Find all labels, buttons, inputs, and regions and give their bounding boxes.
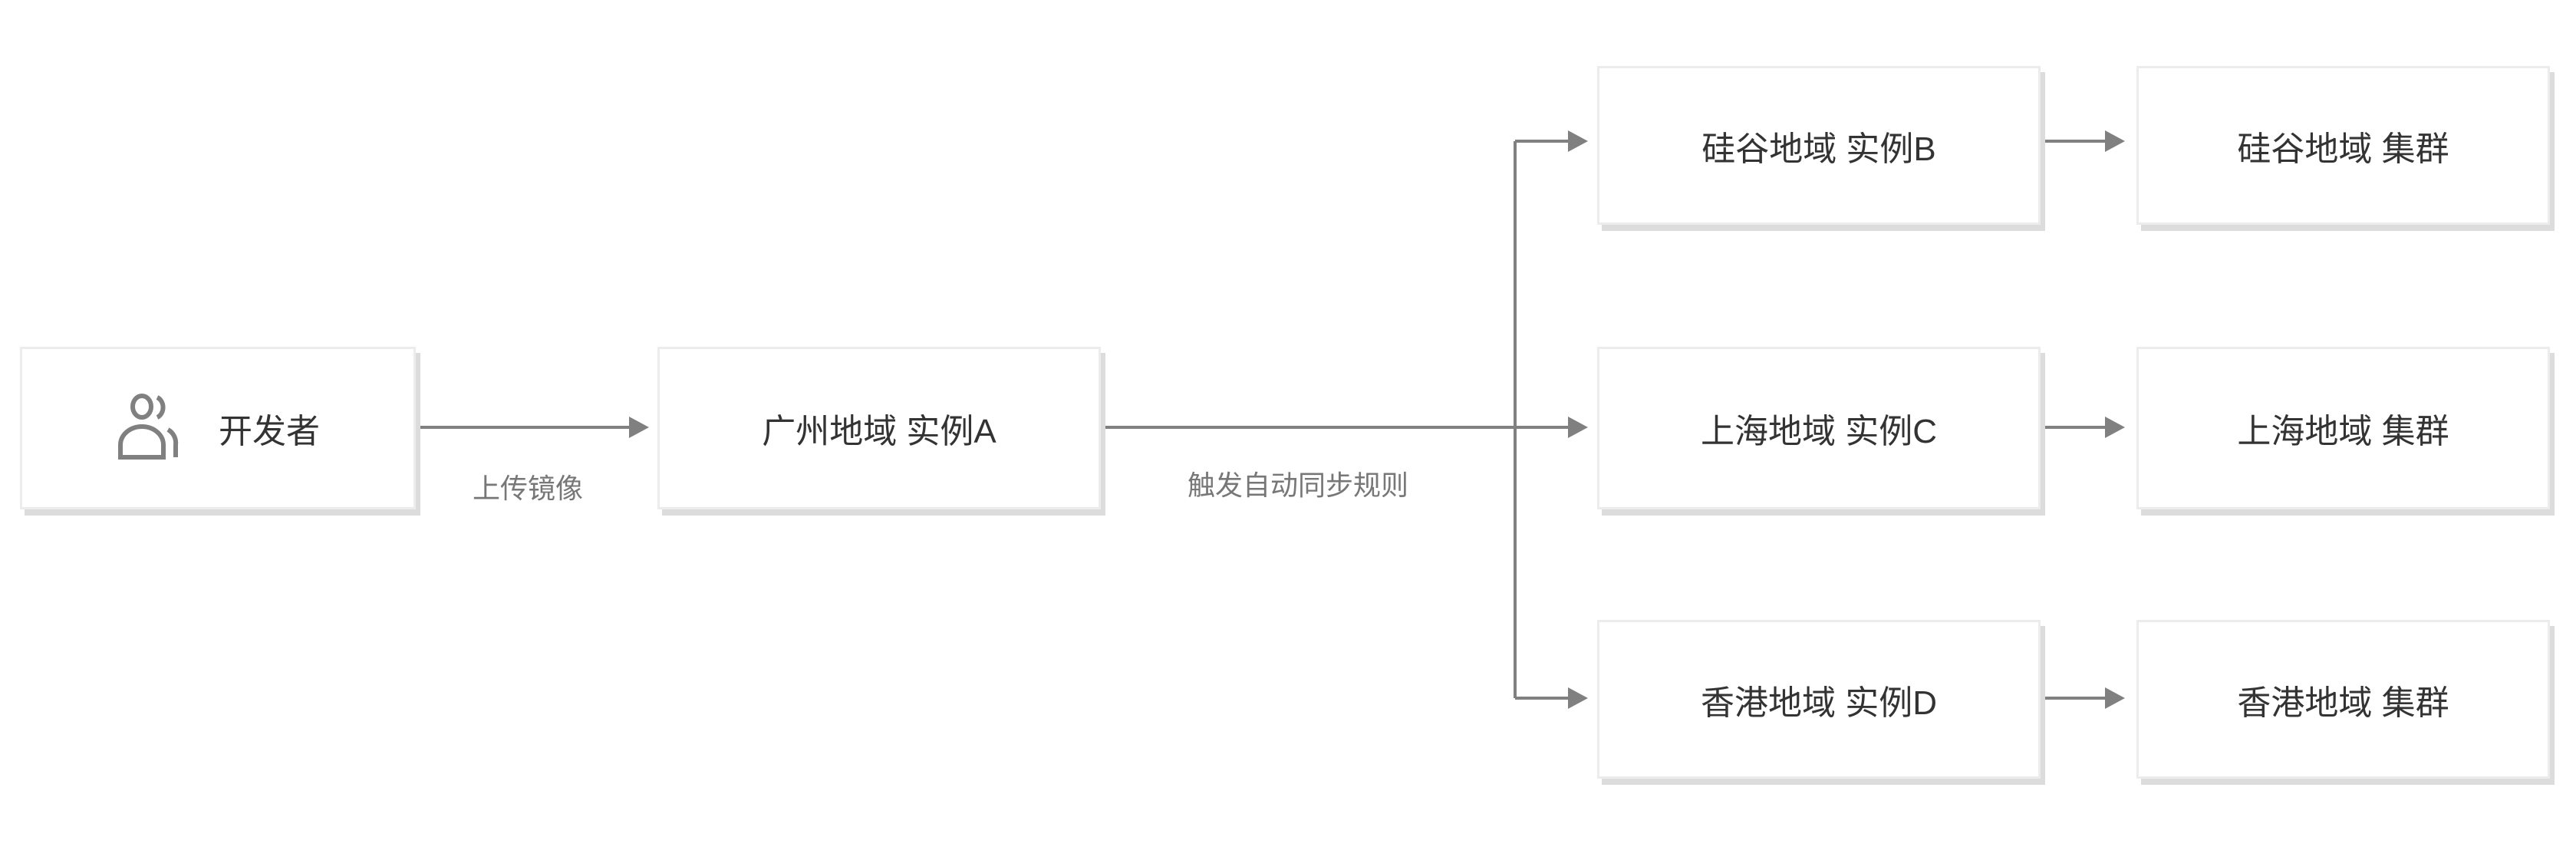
instance-label: 硅谷地域 实例B: [1701, 130, 1936, 168]
arrow-upload-head: [629, 417, 649, 438]
instance-node-c: 上海地域 实例C: [1597, 347, 2041, 509]
instance-node-d: 香港地域 实例D: [1597, 620, 2041, 779]
arrow-head: [1568, 687, 1588, 709]
developer-label: 开发者: [219, 413, 320, 450]
instance-label: 上海地域 实例C: [1701, 413, 1937, 450]
cluster-node-d: 香港地域 集群: [2136, 620, 2550, 779]
cluster-node-c: 上海地域 集群: [2136, 347, 2550, 509]
sync-edge-label: 触发自动同步规则: [1187, 470, 1409, 501]
cluster-node-b: 硅谷地域 集群: [2136, 66, 2550, 225]
source-instance-node: 广州地域 实例A: [657, 347, 1101, 509]
users-icon: [118, 394, 179, 460]
developer-node: 开发者: [20, 347, 416, 509]
arrow-head: [2105, 130, 2125, 152]
source-instance-label: 广州地域 实例A: [762, 413, 996, 450]
upload-edge-label: 上传镜像: [472, 473, 584, 504]
arrow-head: [2105, 687, 2125, 709]
instance-node-b: 硅谷地域 实例B: [1597, 66, 2041, 225]
cluster-label: 上海地域 集群: [2237, 413, 2449, 450]
cluster-label: 硅谷地域 集群: [2237, 130, 2449, 168]
arrow-head: [2105, 417, 2125, 438]
arrow-head: [1568, 130, 1588, 152]
arrow-head: [1568, 417, 1588, 438]
cluster-label: 香港地域 集群: [2237, 684, 2449, 722]
instance-label: 香港地域 实例D: [1701, 684, 1937, 722]
